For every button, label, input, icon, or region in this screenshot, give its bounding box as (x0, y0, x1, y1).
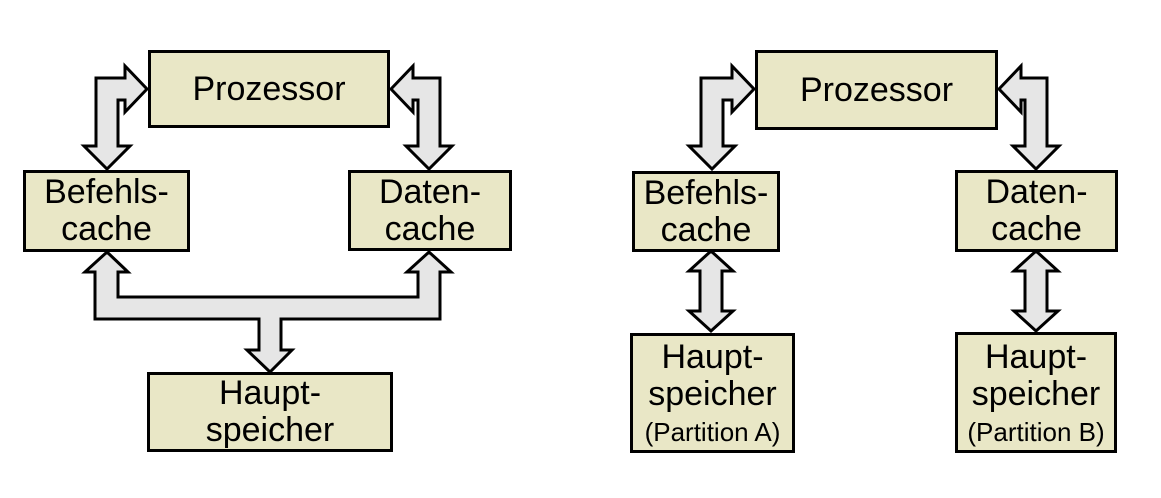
label-hauptspeicher-b-subtitle: (Partition B) (967, 416, 1105, 447)
double-arrow-processor-instruction-cache-left-icon (80, 62, 150, 172)
box-daten-cache-right: Daten- cache (955, 170, 1118, 252)
box-daten-cache-left: Daten- cache (348, 170, 512, 251)
double-arrow-processor-instruction-cache-right-icon (685, 62, 757, 172)
label-daten-cache-right-line2: cache (991, 210, 1082, 248)
double-arrow-data-cache-memory-b-icon (1010, 248, 1062, 334)
label-hauptspeicher-a-line1: Haupt- (661, 338, 764, 376)
label-hauptspeicher-b-line1: Haupt- (984, 337, 1088, 376)
label-befehls-cache-right-line2: cache (660, 210, 752, 249)
double-arrow-instruction-cache-memory-a-icon (685, 248, 737, 334)
label-daten-cache-left-line2: cache (384, 209, 476, 248)
label-befehls-cache-left-line1: Befehls- (44, 173, 169, 211)
double-arrow-processor-data-cache-left-icon (388, 62, 456, 172)
label-befehls-cache-left-line2: cache (61, 210, 152, 248)
label-daten-cache-right-line1: Daten- (985, 173, 1088, 211)
box-prozessor-right: Prozessor (755, 50, 998, 130)
box-prozessor-left: Prozessor (148, 50, 390, 128)
merged-arrow-caches-main-memory-icon (81, 249, 455, 375)
box-hauptspeicher-partition-a: Haupt- speicher (Partition A) (630, 333, 795, 453)
label-prozessor-right: Prozessor (799, 70, 954, 109)
label-hauptspeicher-left-line2: speicher (205, 411, 335, 449)
label-prozessor-left: Prozessor (192, 69, 346, 108)
box-hauptspeicher-partition-b: Haupt- speicher (Partition B) (955, 332, 1117, 453)
box-befehls-cache-right: Befehls- cache (632, 171, 780, 252)
box-befehls-cache-left: Befehls- cache (23, 170, 190, 252)
label-daten-cache-left-line1: Daten- (378, 172, 482, 211)
label-hauptspeicher-b-line2: speicher (971, 374, 1101, 413)
label-hauptspeicher-a-subtitle: (Partition A) (644, 417, 781, 447)
label-befehls-cache-right-line1: Befehls- (643, 173, 769, 212)
box-hauptspeicher-left: Haupt- speicher (147, 372, 393, 452)
double-arrow-processor-data-cache-right-icon (996, 62, 1063, 172)
label-hauptspeicher-a-line2: speicher (648, 375, 777, 413)
label-hauptspeicher-left-line1: Haupt- (218, 374, 322, 412)
